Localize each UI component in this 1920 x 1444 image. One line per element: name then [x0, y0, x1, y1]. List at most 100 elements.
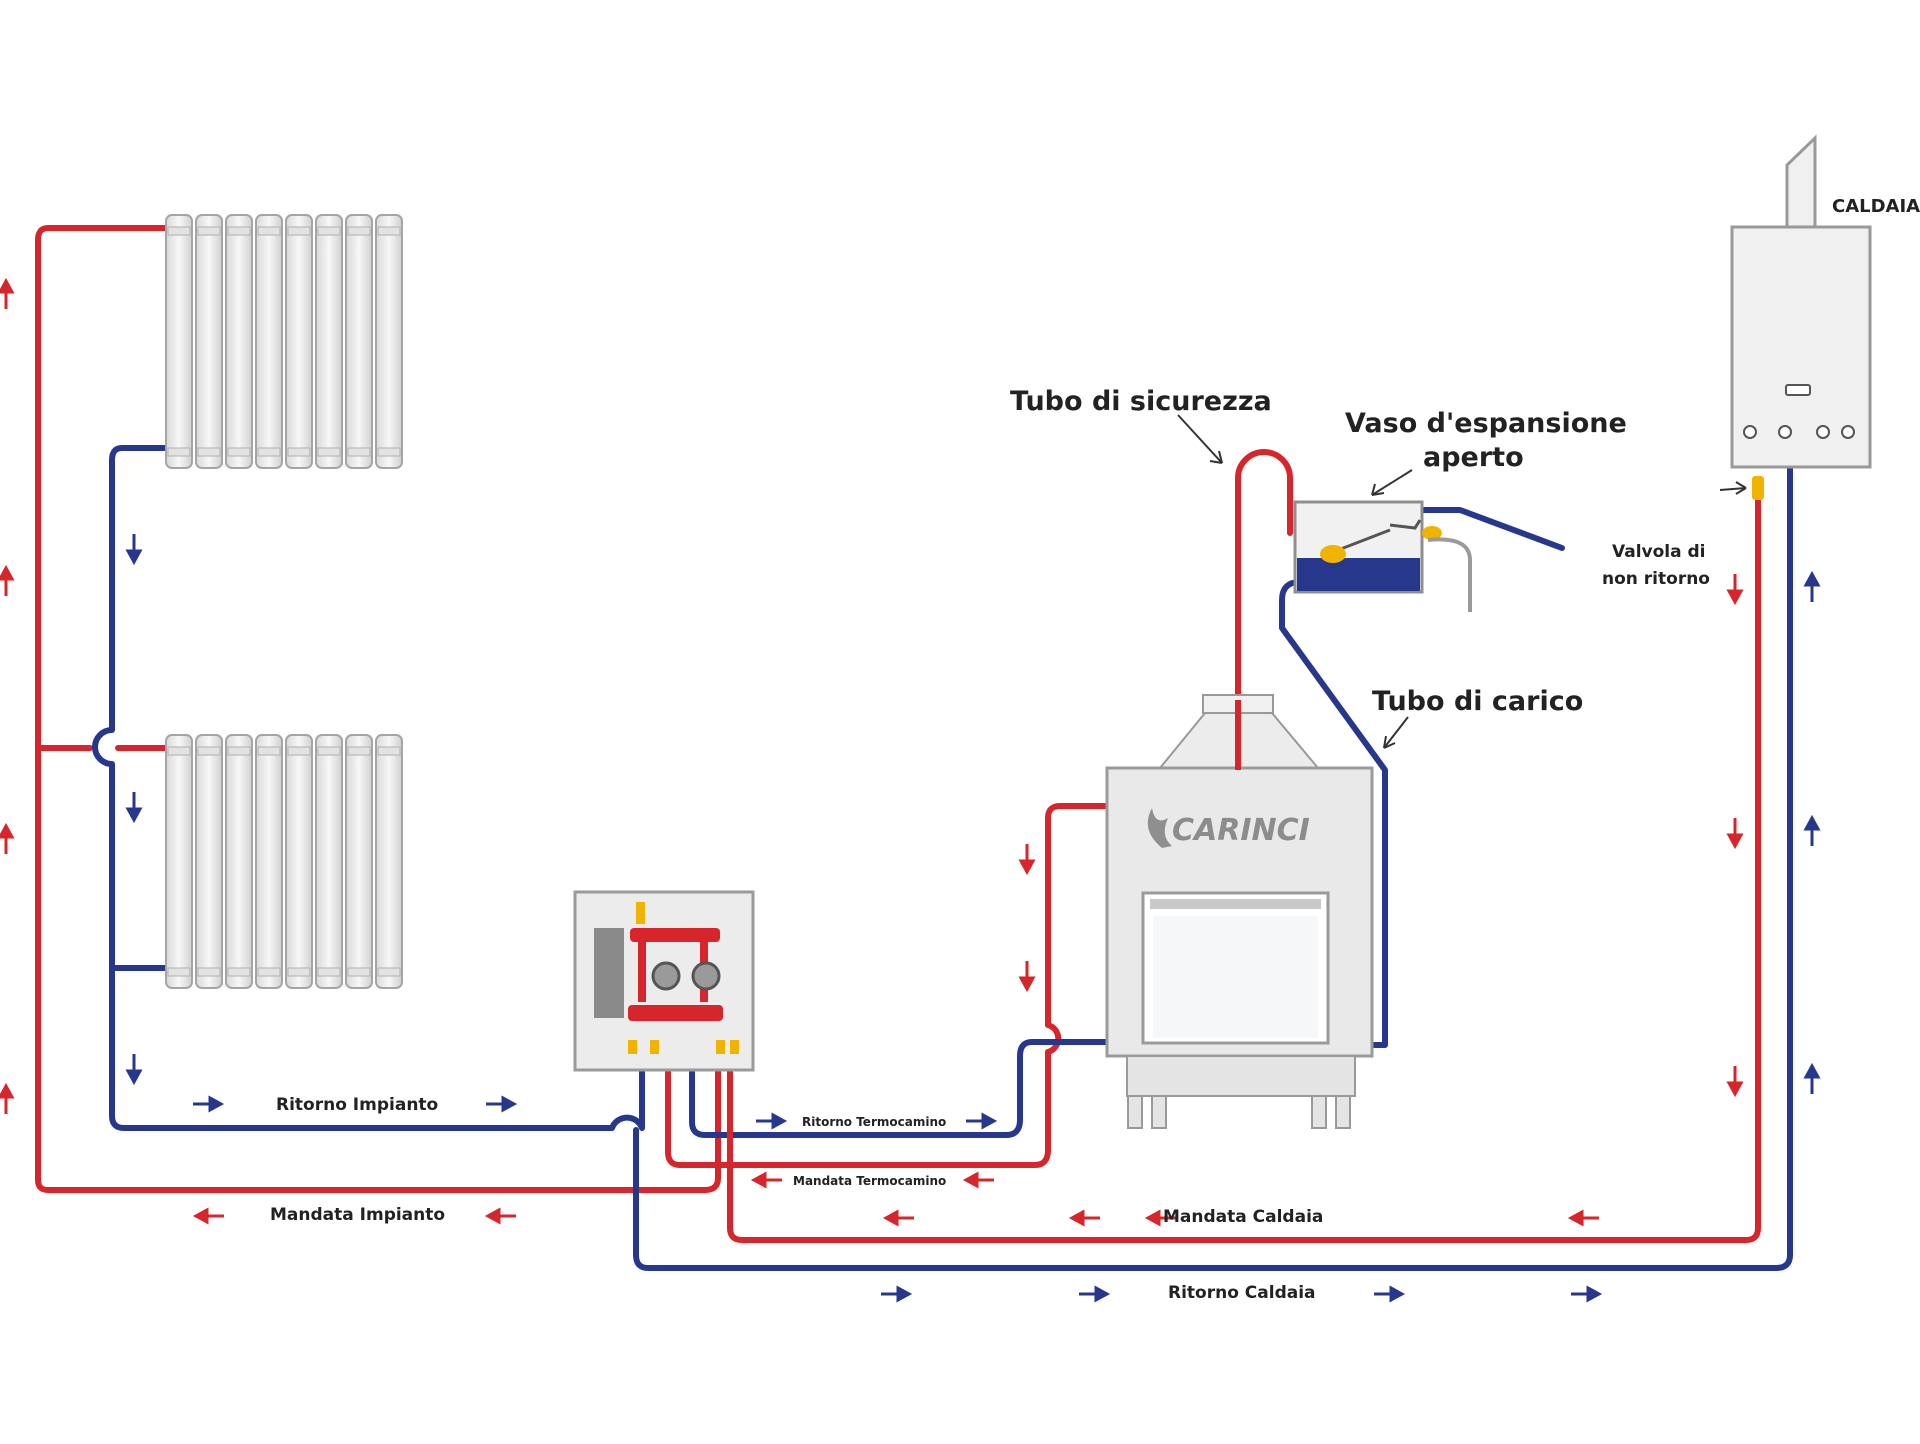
fireplace-leg — [1151, 1095, 1167, 1129]
radiator-fin-cap — [227, 226, 251, 236]
label-ritorno-caldaia: Ritorno Caldaia — [1168, 1283, 1316, 1303]
label-vaso-espansione: Vaso d'espansione — [1345, 408, 1627, 439]
radiator-fin-cap — [347, 226, 371, 236]
pump-icon — [651, 961, 681, 991]
radiator-fin-cap — [257, 746, 281, 756]
flow-arrow-icon — [1803, 1062, 1821, 1094]
radiator-fin-cap — [377, 447, 401, 457]
radiator-fin-cap — [287, 447, 311, 457]
radiator-fin — [315, 734, 343, 989]
label-mandata-termocamino: Mandata Termocamino — [793, 1174, 946, 1188]
radiator-fin — [345, 214, 373, 469]
flow-arrow-icon — [1726, 574, 1744, 606]
radiator-fin — [225, 734, 253, 989]
labels: CALDAIA Tubo di sicurezza Vaso d'espansi… — [270, 196, 1920, 1303]
radiator-fin — [345, 734, 373, 989]
radiator-fin — [225, 214, 253, 469]
radiator-fin — [195, 214, 223, 469]
label-brand: CARINCI — [1172, 813, 1310, 848]
manifold-upper-bar — [630, 928, 720, 942]
flow-arrow-icon — [192, 1207, 224, 1225]
label-mandata-caldaia: Mandata Caldaia — [1163, 1207, 1323, 1227]
boiler-display — [1785, 384, 1811, 396]
radiator-fin-cap — [167, 746, 191, 756]
radiator-fin-cap — [197, 746, 221, 756]
pipe-tubo-sicurezza — [1235, 449, 1293, 773]
flow-arrow-icon — [0, 822, 15, 854]
pipe-mandata-impianto — [35, 225, 721, 1193]
pipe-ritorno-impianto — [92, 445, 645, 1131]
radiator-fin — [315, 214, 343, 469]
radiator-fin — [165, 734, 193, 989]
pipe-ritorno-caldaia — [633, 465, 1793, 1271]
flow-arrow-icon — [1803, 570, 1821, 602]
fireplace-leg — [1335, 1095, 1351, 1129]
boiler-icon — [1730, 134, 1872, 500]
label-non-ritorno: non ritorno — [1602, 569, 1710, 589]
radiator-fin-cap — [317, 746, 341, 756]
fireplace-grille — [1150, 899, 1321, 909]
flow-arrow-icon — [882, 1209, 914, 1227]
flow-arrow-icon — [0, 277, 15, 309]
pipe-overflow — [1427, 537, 1472, 612]
pipe-mandata-termocamino — [665, 803, 1108, 1168]
flow-arrow-icon — [1018, 844, 1036, 876]
radiator-fin — [165, 214, 193, 469]
fireplace-glass — [1153, 916, 1318, 1038]
flow-arrow-icon — [125, 792, 143, 824]
flow-arrow-icon — [0, 564, 15, 596]
flow-arrows — [0, 277, 1821, 1303]
radiator-fin-cap — [347, 967, 371, 977]
radiator-fin-cap — [197, 226, 221, 236]
radiator-fin-cap — [167, 447, 191, 457]
label-mandata-impianto: Mandata Impianto — [270, 1205, 445, 1225]
radiator-fin — [285, 734, 313, 989]
radiator-fin-cap — [197, 447, 221, 457]
boiler-knob — [1743, 425, 1757, 439]
radiator-fin — [255, 734, 283, 989]
boiler-flue — [1785, 134, 1817, 229]
flow-arrow-icon — [1803, 814, 1821, 846]
radiator-fin — [195, 734, 223, 989]
fireplace-base — [1126, 1055, 1356, 1097]
radiator-fin-cap — [257, 967, 281, 977]
flow-arrow-icon — [1144, 1209, 1176, 1227]
flow-arrow-icon — [486, 1095, 518, 1113]
radiator-fin-cap — [317, 967, 341, 977]
flow-arrow-icon — [966, 1112, 998, 1130]
fireplace-leg — [1311, 1095, 1327, 1129]
flow-arrow-icon — [0, 1082, 15, 1114]
radiator-upper — [165, 214, 403, 469]
radiator-fin — [285, 214, 313, 469]
flow-arrow-icon — [756, 1112, 788, 1130]
radiator-fin — [375, 214, 403, 469]
radiator-fin-cap — [287, 967, 311, 977]
flow-arrow-icon — [193, 1095, 225, 1113]
radiator-fin-cap — [347, 447, 371, 457]
pipe-water-inlet — [1417, 507, 1565, 551]
boiler-knob — [1816, 425, 1830, 439]
flow-arrow-icon — [1567, 1209, 1599, 1227]
radiator-fin-cap — [377, 226, 401, 236]
flow-arrow-icon — [962, 1171, 994, 1189]
manifold-lower-bar — [628, 1005, 723, 1021]
flow-arrow-icon — [1571, 1285, 1603, 1303]
label-valvola: Valvola di — [1612, 542, 1706, 562]
valve-icon — [730, 1040, 739, 1054]
flow-arrow-icon — [1068, 1209, 1100, 1227]
manifold-backplate — [594, 928, 624, 1018]
radiator-fin-cap — [317, 226, 341, 236]
radiator-fin-cap — [317, 447, 341, 457]
label-caldaia: CALDAIA — [1832, 196, 1920, 217]
flow-arrow-icon — [750, 1171, 782, 1189]
pipe-ritorno-termocamino — [689, 1039, 1108, 1138]
fireplace-icon — [1105, 694, 1374, 1129]
leader-lines — [1177, 414, 1747, 749]
radiator-fin-cap — [287, 226, 311, 236]
flow-arrow-icon — [1726, 1066, 1744, 1098]
radiator-fin — [255, 214, 283, 469]
boiler-knob — [1778, 425, 1792, 439]
label-ritorno-termocamino: Ritorno Termocamino — [802, 1115, 946, 1129]
label-tubo-carico: Tubo di carico — [1372, 686, 1583, 717]
